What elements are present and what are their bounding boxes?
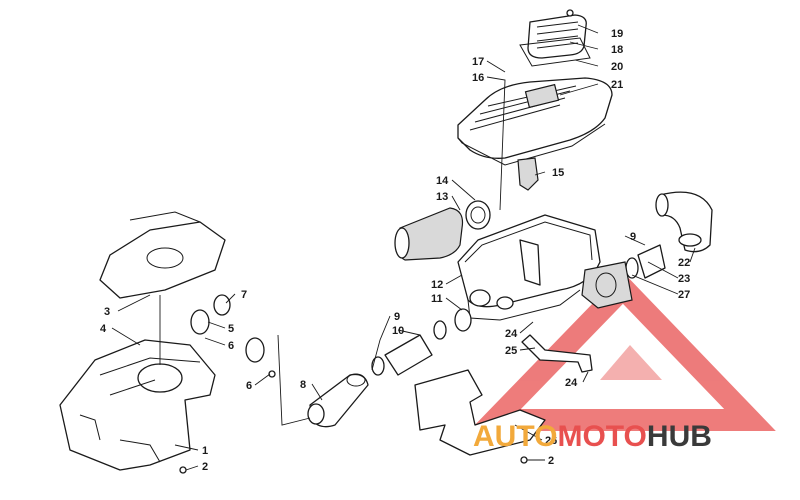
watermark-auto: AUTO [473,420,557,453]
callout-labels: 19 18 20 21 17 16 15 14 13 12 11 9 10 9 … [100,28,690,473]
callout-13: 13 [436,191,448,203]
watermark-hub: HUB [647,420,712,453]
air-filter [394,200,491,261]
callout-9b: 9 [630,231,636,243]
callout-6a: 6 [228,340,234,352]
callout-23: 23 [678,273,690,285]
callout-16: 16 [472,72,484,84]
leader-lines [111,24,696,471]
clamps-group [179,294,528,474]
callout-7: 7 [241,289,247,301]
callout-2a: 2 [202,461,208,473]
callout-18: 18 [611,44,623,56]
drain-valve [517,157,539,191]
callout-24b: 24 [565,377,578,389]
callout-27: 27 [678,289,690,301]
callout-15: 15 [552,167,564,179]
callout-26: 26 [545,435,557,447]
callout-2b: 2 [548,455,554,467]
watermark-logo: AUTOMOTOHUB [473,420,712,453]
callout-11: 11 [431,293,443,305]
breather-hose [521,334,593,373]
callout-24a: 24 [505,328,518,340]
callout-10: 10 [392,325,404,337]
intake-tube [307,308,472,428]
callout-22: 22 [678,257,690,269]
callout-21: 21 [611,79,623,91]
callout-25: 25 [505,345,517,357]
callout-5: 5 [228,323,234,335]
svg-text:AUTOMOTOHUB: AUTOMOTOHUB [473,420,712,453]
watermark-moto: MOTO [557,420,646,453]
airbox-cover [457,77,613,166]
callout-1: 1 [202,445,208,457]
callout-3: 3 [104,306,110,318]
callout-19: 19 [611,28,623,40]
callout-4: 4 [100,323,107,335]
callout-8: 8 [300,379,306,391]
intake-housing [59,211,226,471]
mounting-plate [414,369,546,456]
callout-20: 20 [611,61,623,73]
outlet-hose [581,191,713,309]
breather-cover [519,9,591,67]
airbox-base [457,214,601,321]
callout-14: 14 [436,175,449,187]
callout-6b: 6 [246,380,252,392]
callout-12: 12 [431,279,443,291]
callout-17: 17 [472,56,484,68]
callout-9a: 9 [394,311,400,323]
